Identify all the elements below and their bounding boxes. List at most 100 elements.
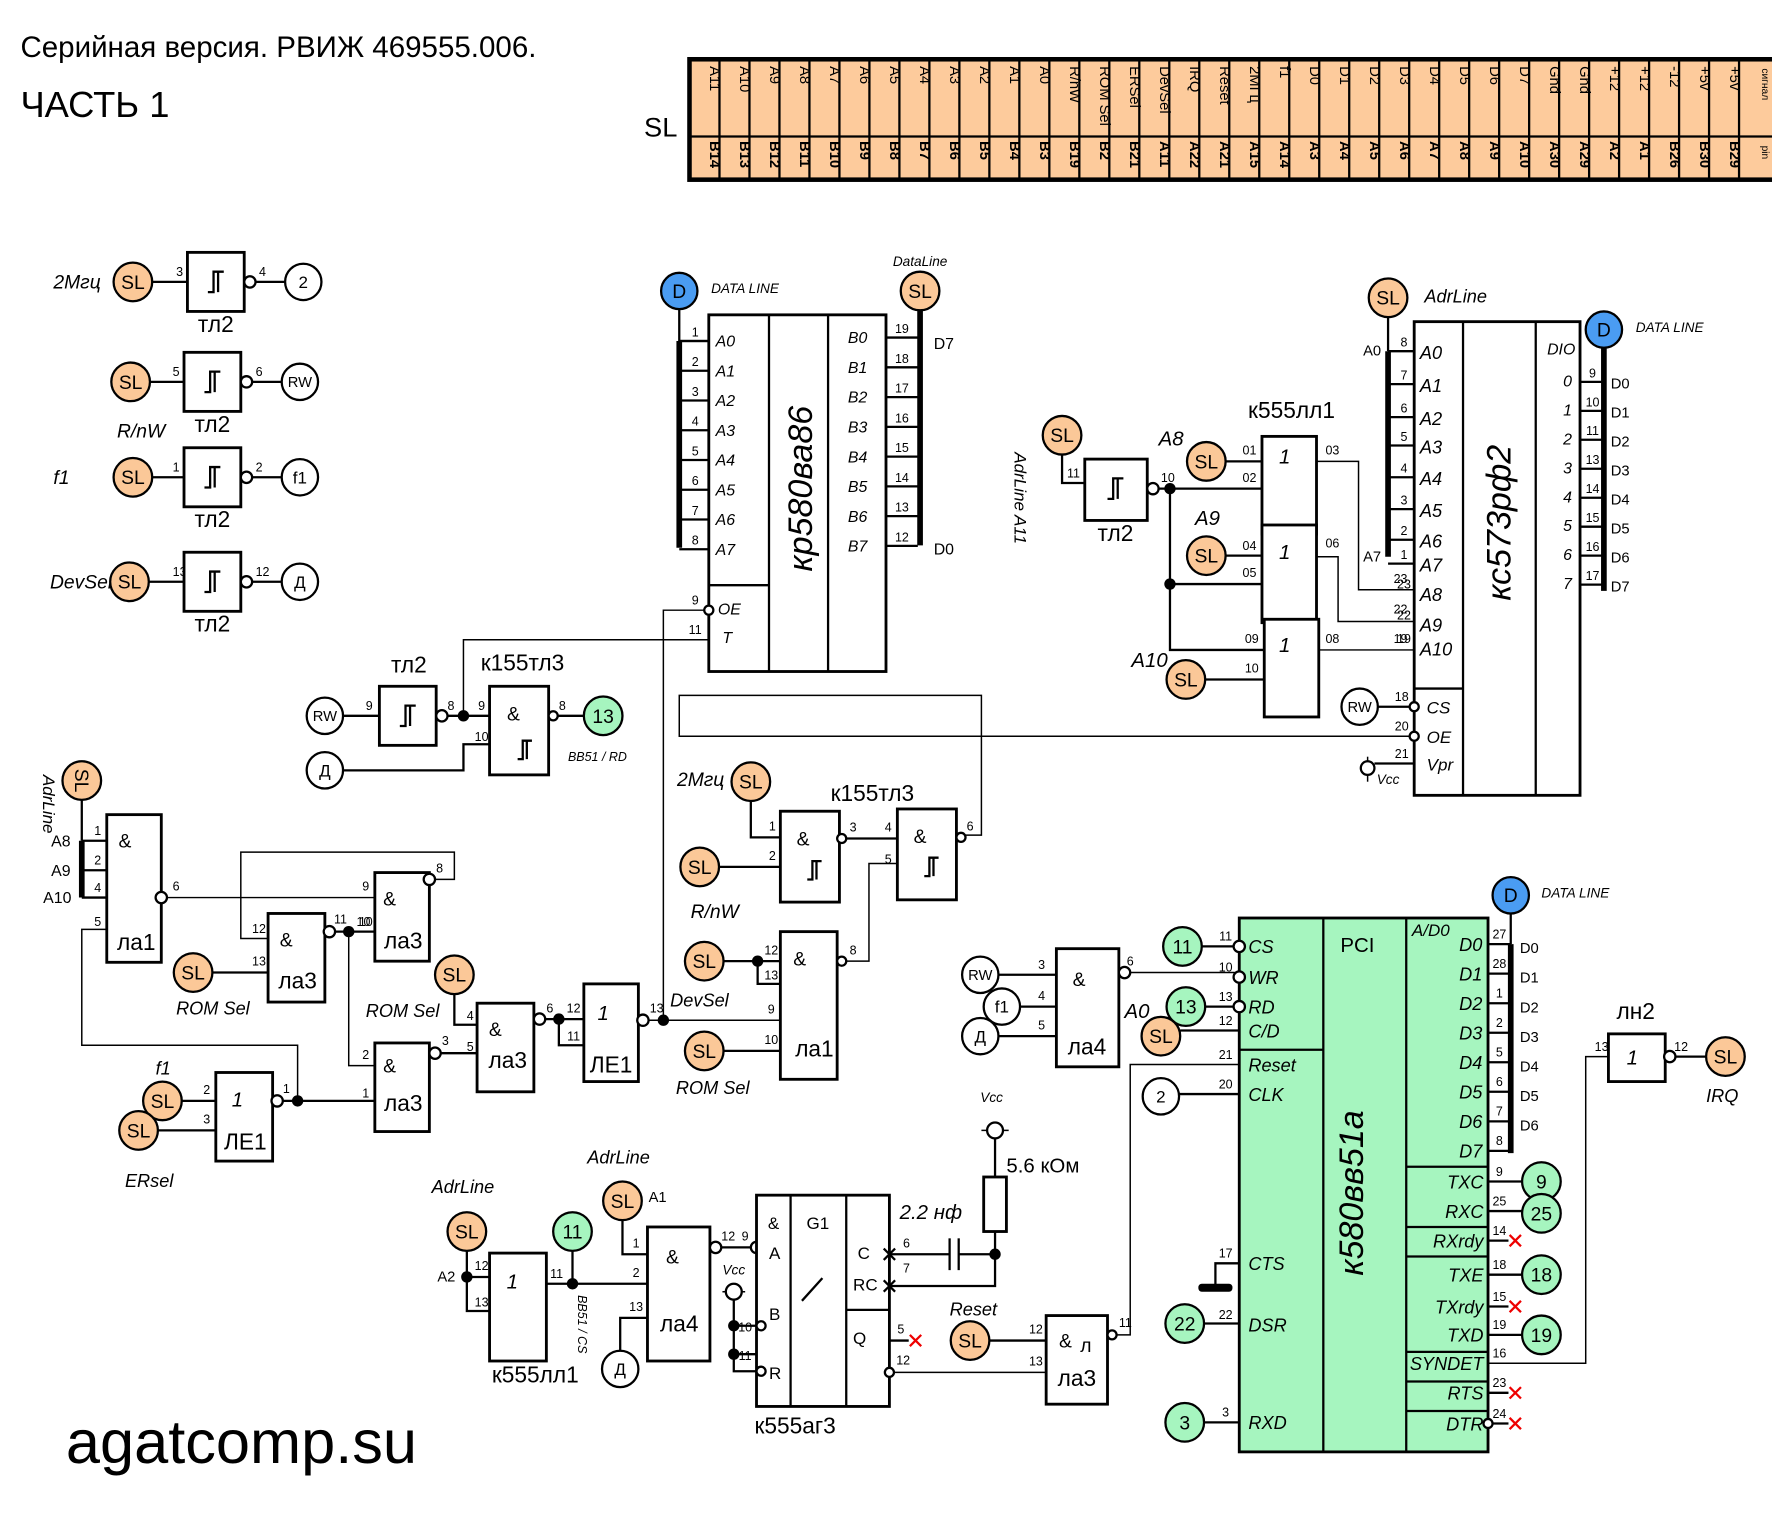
chip-body: [582, 982, 640, 1083]
label: 11: [739, 1349, 752, 1363]
data-line-icon-shape: [659, 271, 699, 311]
label: D2: [1459, 994, 1482, 1014]
pin-name: B7: [916, 141, 932, 160]
label: RXrdy: [1433, 1231, 1484, 1251]
pin-name: B8: [886, 141, 902, 160]
sl-connector-icon: SL: [1140, 1015, 1182, 1057]
label: 10: [475, 730, 489, 744]
pin-name: B21: [1126, 141, 1142, 168]
label: B: [769, 1305, 780, 1324]
pin-name: A29: [1576, 141, 1592, 168]
label: 13: [650, 1001, 664, 1015]
label: 1: [1496, 987, 1503, 1001]
label: 9: [768, 1002, 775, 1016]
label: 16: [1586, 540, 1600, 554]
label: 8: [1400, 336, 1407, 350]
label: PCI: [1340, 934, 1374, 957]
label: A2: [715, 393, 736, 410]
wire: [347, 931, 375, 1067]
net-label-icon-shape: [280, 362, 320, 402]
junction-dot: [461, 1271, 473, 1283]
pin-name: B26: [1666, 141, 1682, 168]
label: R: [769, 1364, 781, 1383]
chip-body: [488, 1251, 548, 1363]
label: 8: [692, 534, 699, 548]
chip-body: [377, 684, 438, 747]
label: A8: [1419, 585, 1442, 605]
pin-name: B29: [1726, 141, 1742, 168]
chip-body: [1412, 320, 1582, 797]
sl-connector-icon: SL: [118, 1109, 160, 1151]
label: CS: [1248, 937, 1273, 957]
sl-connector-icon: SL: [683, 1030, 725, 1072]
label: 12: [475, 1259, 489, 1273]
chip-body: [755, 1193, 891, 1408]
signal-name: A10: [736, 66, 752, 92]
label: D4: [1520, 1059, 1539, 1075]
wire: [1168, 488, 1265, 652]
label: 19: [895, 322, 909, 336]
label: тл2: [195, 611, 231, 637]
net-label-icon: RW: [280, 362, 320, 402]
label: AdrLine: [586, 1147, 650, 1167]
label: 17: [1219, 1247, 1233, 1261]
wire: [846, 862, 898, 962]
no-connect-icon: [882, 1279, 896, 1293]
label: 9: [742, 1230, 749, 1244]
label: D6: [1459, 1112, 1483, 1132]
label: 4: [259, 265, 266, 279]
label: 3: [203, 1113, 210, 1127]
chip-body: [646, 1225, 712, 1363]
inverter-bubble: [422, 872, 437, 887]
label: A1: [649, 1190, 667, 1206]
junction-dot: [751, 955, 764, 967]
schmitt-trigger-icon: [204, 465, 221, 489]
label: 6: [1127, 955, 1134, 969]
pin-name: A15: [1246, 141, 1262, 168]
wire: [1316, 556, 1415, 623]
label: 19: [1394, 632, 1408, 646]
sl-connector-icon-text: SL: [958, 1332, 982, 1353]
label: 5: [173, 365, 180, 379]
label: 1: [232, 1089, 243, 1112]
net-label-green-icon-text: 11: [562, 1222, 582, 1243]
label: A0: [1419, 343, 1442, 363]
label: A0: [715, 334, 736, 351]
label: 12: [896, 1353, 910, 1367]
inverter-bubble: [1662, 1049, 1677, 1064]
inverter-bubble: [1232, 970, 1247, 984]
label: 15: [1586, 511, 1600, 525]
inverter-bubble: [322, 924, 337, 939]
inverter-bubble: [239, 375, 254, 389]
label: 13: [252, 955, 266, 969]
wire: [240, 851, 456, 940]
label: B3: [848, 420, 868, 437]
label: 13: [1029, 1355, 1043, 1369]
signal-name: -12: [1666, 66, 1682, 87]
label: DTR: [1446, 1414, 1483, 1434]
sl-connector-icon-text: SL: [1714, 1048, 1738, 1069]
label: ла4: [1068, 1033, 1107, 1059]
label: A1: [1419, 376, 1442, 396]
label: 8: [448, 699, 455, 713]
wire: [343, 743, 490, 772]
label: Reset: [1248, 1055, 1296, 1075]
label: 08: [1325, 632, 1339, 646]
junction-dot: [657, 1014, 670, 1026]
label: 10: [1245, 662, 1259, 676]
label: ROM Sel: [176, 999, 251, 1019]
label: тл2: [195, 411, 231, 437]
label: A8: [51, 833, 71, 850]
label: 5: [1400, 430, 1407, 444]
label: кс573рф2: [1481, 445, 1519, 601]
label: 15: [895, 441, 909, 455]
label: ла1: [795, 1036, 834, 1062]
sl-connector-icon: SL: [1704, 1036, 1746, 1078]
pin-name: A7: [1426, 141, 1442, 160]
label: Reset: [950, 1300, 998, 1320]
label: 24: [1492, 1407, 1506, 1421]
wire: [462, 638, 709, 714]
label: 6: [692, 474, 699, 488]
data-line-icon-text: D: [1504, 886, 1518, 907]
pin-name: B4: [1006, 141, 1022, 161]
